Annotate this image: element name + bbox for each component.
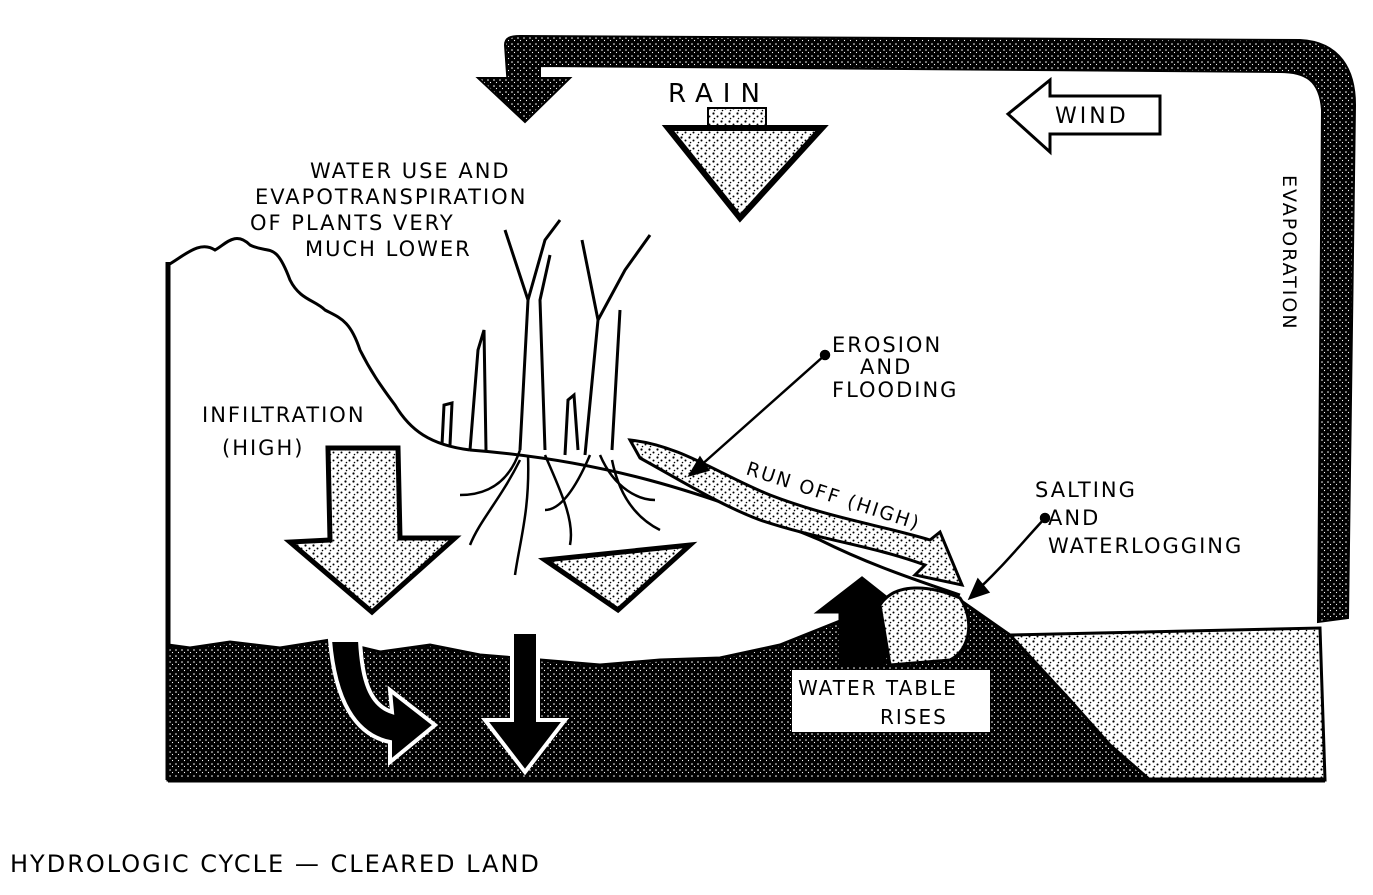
erosion-label-line2: AND [860,355,912,379]
water-table-mound [880,588,969,665]
evaporation-label: EVAPORATION [1278,175,1300,331]
infiltration-label-line1: INFILTRATION [202,403,366,427]
water-table-label-line2: RISES [880,705,948,729]
infiltration-label-line2: (HIGH) [222,436,304,460]
rain-arrow [668,128,822,218]
erosion-label-line1: EROSION [832,333,942,357]
salting-label-line1: SALTING [1035,478,1137,502]
water-table-label-line1: WATER TABLE [798,676,958,700]
wind-label: WIND [1055,104,1129,129]
infiltration-arrow [290,448,455,612]
erosion-label-line3: FLOODING [832,378,958,402]
water-use-label-line2: EVAPOTRANSPIRATION [255,185,527,209]
water-use-label-line4: MUCH LOWER [305,237,472,261]
groundwater-layer [168,600,1150,780]
dead-trees [442,220,650,455]
salting-label-line2: AND [1048,506,1100,530]
water-use-label-line1: WATER USE AND [310,159,511,183]
center-down-arrow [545,545,690,610]
salting-label-line3: WATERLOGGING [1048,534,1243,558]
water-use-label-line3: OF PLANTS VERY [250,211,455,235]
rain-label: RAIN [668,79,770,109]
evaporation-arrowhead [478,78,570,122]
diagram-caption: HYDROLOGIC CYCLE — CLEARED LAND [10,850,541,878]
